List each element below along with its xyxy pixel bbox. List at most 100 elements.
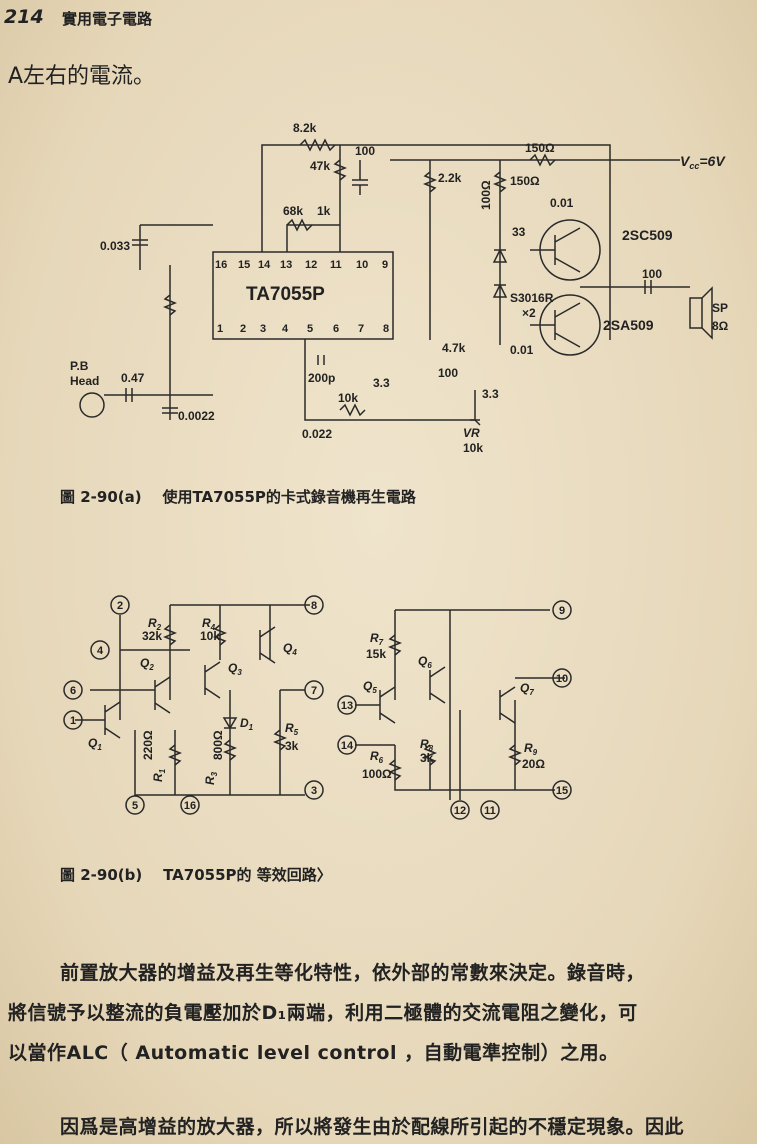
pin-6: 6 <box>333 323 339 335</box>
terminal-11 <box>480 800 500 820</box>
label-0-01: 0.01 <box>550 196 574 210</box>
figure-b-terminals <box>63 595 572 820</box>
pin-15: 15 <box>238 259 250 271</box>
page-number: 214 <box>4 6 44 28</box>
label-47k: 47k <box>310 159 330 173</box>
label-0-033: 0.033 <box>100 239 130 253</box>
body-paragraph-1-line-3: 以當作ALC（ Automatic level control ，自動電準控制）… <box>8 1042 619 1064</box>
pin-9: 9 <box>382 259 388 271</box>
label-r2: R2 <box>148 616 162 632</box>
body-paragraph-2-line-1: 因爲是高增益的放大器，所以將發生由於配線所引起的不穩定現象。因此 <box>60 1116 685 1138</box>
pin-1: 1 <box>217 323 223 335</box>
label-1k: 1k <box>317 204 331 218</box>
label-r6-value: 100Ω <box>362 767 392 781</box>
figure-a-number: 圖 2-90(a) <box>60 488 142 506</box>
label-q6: Q6 <box>418 654 432 670</box>
label-r7: R7 <box>370 631 384 647</box>
label-r9-value: 20Ω <box>522 757 545 771</box>
figure-b-transistors <box>104 626 516 739</box>
figure-b-schematic: 2 4 6 1 5 16 3 8 7 9 13 14 12 11 15 10 R… <box>63 595 572 820</box>
wire-top-rail <box>261 144 611 340</box>
terminal-7-label: 7 <box>311 685 317 697</box>
label-2sa509: 2SA509 <box>603 317 654 333</box>
label-pb: P.B <box>70 359 89 373</box>
terminal-3 <box>304 780 324 800</box>
cap-0-47 <box>104 388 213 402</box>
speaker-cone <box>701 286 713 340</box>
terminal-9 <box>552 600 572 620</box>
pin-13: 13 <box>280 259 292 271</box>
resistor-2-2k <box>422 160 438 340</box>
label-diode: S3016R <box>510 291 554 305</box>
terminal-10-label: 10 <box>556 673 568 685</box>
terminal-2 <box>110 595 130 615</box>
label-0-022: 0.022 <box>302 427 332 441</box>
terminal-9-label: 9 <box>559 605 565 617</box>
label-r9: R9 <box>524 741 538 757</box>
pin-8: 8 <box>383 323 389 335</box>
terminal-15-label: 15 <box>556 785 568 797</box>
label-q1: Q1 <box>88 736 102 752</box>
label-100b: 100 <box>438 366 458 380</box>
pin-10: 10 <box>356 259 368 271</box>
label-d1: D1 <box>240 716 254 732</box>
label-q5: Q5 <box>363 679 377 695</box>
label-100-out: 100 <box>642 267 662 281</box>
figure-b-wiring <box>75 604 565 800</box>
label-r1: R1 <box>151 768 167 782</box>
label-q3: Q3 <box>228 661 242 677</box>
terminal-12 <box>450 800 470 820</box>
label-4-7k: 4.7k <box>442 341 466 355</box>
label-8-2k: 8.2k <box>293 121 317 135</box>
terminal-2-label: 2 <box>117 600 123 612</box>
terminal-5 <box>125 795 145 815</box>
label-2-2k: 2.2k <box>438 171 462 185</box>
ic-body <box>212 251 394 340</box>
label-diode-x2: ×2 <box>522 306 536 320</box>
label-0-0022: 0.0022 <box>178 409 215 423</box>
figure-b-title: TA7055P的 等效回路〉 <box>163 866 332 884</box>
resistor-150 <box>529 153 556 167</box>
terminal-12-label: 12 <box>454 805 466 817</box>
label-3-3a: 3.3 <box>373 376 390 390</box>
label-r4: R4 <box>202 616 216 632</box>
label-r5-value: 3k <box>285 739 299 753</box>
label-r6: R6 <box>370 749 384 765</box>
label-sp: SP <box>712 301 728 315</box>
terminal-10 <box>552 668 572 688</box>
label-r8: R8 <box>420 737 434 753</box>
label-0-47: 0.47 <box>121 371 145 385</box>
diode-1 <box>492 248 508 263</box>
label-100-ohm: 100Ω <box>479 180 493 210</box>
label-vcc: Vcc=6V <box>680 153 726 171</box>
label-8-ohm: 8Ω <box>712 319 729 333</box>
label-r3: R3 <box>203 771 219 785</box>
terminal-4 <box>90 640 110 660</box>
terminal-8 <box>304 595 324 615</box>
terminal-13 <box>337 695 357 715</box>
terminal-1 <box>63 710 83 730</box>
label-q2: Q2 <box>140 656 154 672</box>
label-150: 150Ω <box>525 141 555 155</box>
pin-2: 2 <box>240 323 246 335</box>
terminal-5-label: 5 <box>132 800 138 812</box>
pin-11: 11 <box>330 259 342 271</box>
label-200p: 200p <box>308 371 335 385</box>
terminal-7 <box>304 680 324 700</box>
ic-label: TA7055P <box>246 284 325 305</box>
pin-3: 3 <box>260 323 266 335</box>
label-68k: 68k <box>283 204 303 218</box>
figure-a-schematic: TA7055P 16 15 14 13 12 11 10 9 1 2 3 4 5… <box>70 121 729 455</box>
running-title: 實用電子電路 <box>62 10 153 28</box>
body-paragraph-1-line-1: 前置放大器的增益及再生等化特性，依外部的常數來決定。錄音時， <box>60 962 646 984</box>
label-150b: 150Ω <box>510 174 540 188</box>
cap-100 <box>352 160 368 195</box>
terminal-6 <box>63 680 83 700</box>
resistor-47k <box>332 159 348 181</box>
terminal-3-label: 3 <box>311 785 317 797</box>
label-q4: Q4 <box>283 641 297 657</box>
resistor-input-bias <box>162 265 178 400</box>
pin-7: 7 <box>358 323 364 335</box>
speaker-body <box>689 297 703 329</box>
